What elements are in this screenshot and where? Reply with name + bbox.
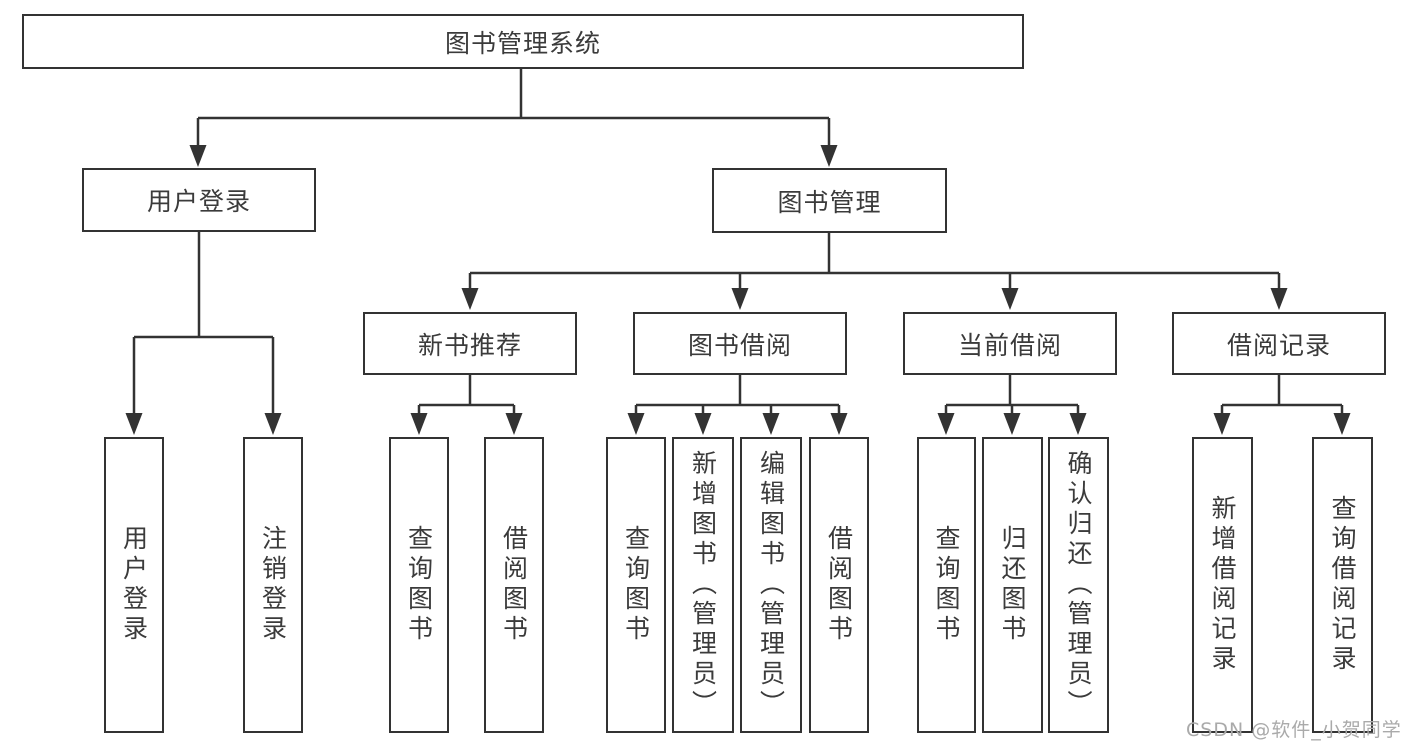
leaf-label: 注销登录: [258, 525, 288, 645]
leaf-label: 新增借阅记录: [1208, 495, 1237, 675]
node-label: 新书推荐: [417, 330, 522, 360]
node-label: 用户登录: [146, 187, 251, 216]
node-library-management-system: 图书管理系统: [22, 14, 1024, 69]
leaf-label: 查询图书: [404, 525, 434, 645]
leaf-search-books-current: 查询图书: [917, 437, 976, 733]
leaf-search-books-recommend: 查询图书: [389, 437, 449, 733]
leaf-add-borrow-record: 新增借阅记录: [1192, 437, 1253, 733]
leaf-label: 编辑图书（管理员）: [756, 450, 786, 720]
leaf-return-books: 归还图书: [982, 437, 1043, 733]
leaf-label: 借阅图书: [499, 525, 529, 645]
leaf-add-books-admin: 新增图书（管理员）: [672, 437, 734, 733]
leaf-label: 确认归还（管理员）: [1064, 450, 1093, 720]
leaf-search-books-borrowing: 查询图书: [606, 437, 666, 733]
node-user-login: 用户登录: [82, 168, 316, 232]
node-label: 借阅记录: [1226, 330, 1331, 360]
node-label: 图书管理系统: [444, 28, 601, 58]
leaf-label: 查询借阅记录: [1328, 495, 1357, 675]
node-book-borrowing: 图书借阅: [633, 312, 847, 375]
leaf-confirm-return-admin: 确认归还（管理员）: [1048, 437, 1109, 733]
csdn-watermark: CSDN @软件_小贺同学: [1186, 719, 1402, 741]
node-book-management: 图书管理: [712, 168, 947, 233]
leaf-search-borrow-record: 查询借阅记录: [1312, 437, 1373, 733]
leaf-user-login: 用户登录: [104, 437, 164, 733]
leaf-label: 查询图书: [621, 525, 651, 645]
node-current-borrowing: 当前借阅: [903, 312, 1117, 375]
leaf-label: 查询图书: [932, 525, 961, 645]
leaf-borrow-books-recommend: 借阅图书: [484, 437, 544, 733]
leaf-label: 用户登录: [119, 525, 149, 645]
leaf-borrow-books-borrowing: 借阅图书: [809, 437, 869, 733]
leaf-label: 借阅图书: [824, 525, 854, 645]
leaf-label: 归还图书: [998, 525, 1027, 645]
node-borrowing-records: 借阅记录: [1172, 312, 1386, 375]
node-label: 当前借阅: [957, 330, 1062, 360]
node-label: 图书管理: [777, 187, 882, 217]
node-label: 图书借阅: [687, 330, 792, 360]
leaf-edit-books-admin: 编辑图书（管理员）: [740, 437, 802, 733]
leaf-label: 新增图书（管理员）: [688, 450, 718, 720]
node-new-book-recommendation: 新书推荐: [363, 312, 577, 375]
leaf-logout: 注销登录: [243, 437, 303, 733]
